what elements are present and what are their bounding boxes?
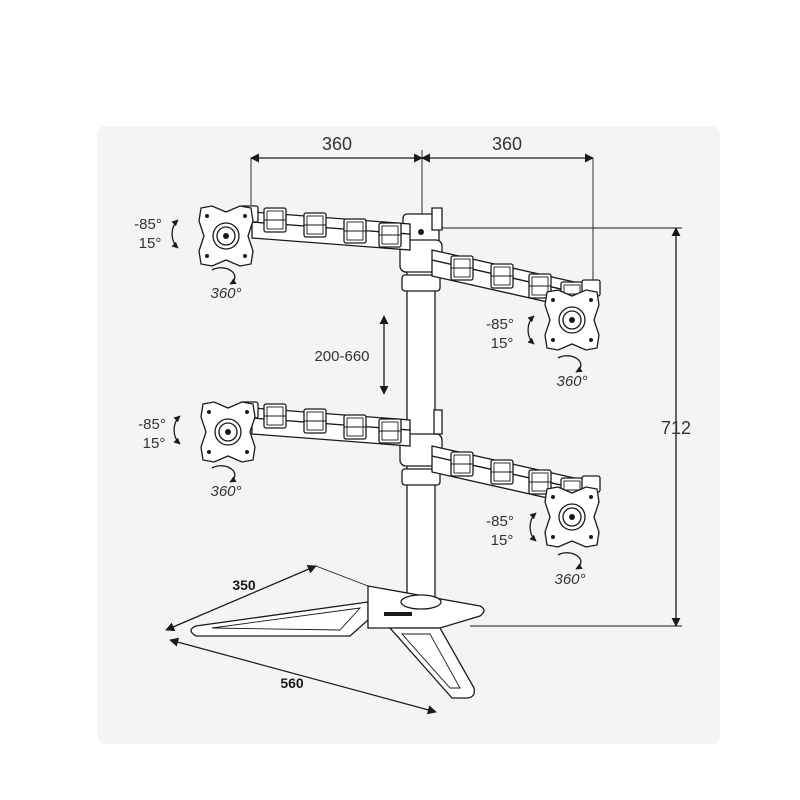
tilt-arrow-icon	[528, 316, 534, 344]
rotation-arrow-icon	[212, 466, 235, 482]
arm-right-width-label: 360	[492, 134, 522, 154]
rotation-arrow-icon	[558, 553, 581, 569]
vesa-plate-top-right	[544, 289, 600, 351]
rotation-label: 360°	[210, 483, 241, 500]
bottom-left-arm	[240, 402, 410, 446]
height-dimension	[440, 227, 682, 627]
tilt-arrow-icon	[172, 220, 178, 248]
tilt-arrow-icon	[530, 513, 536, 541]
rotation-arrow-icon	[558, 356, 581, 372]
rotation-label: 360°	[210, 285, 241, 302]
rotation-label: 360°	[556, 373, 587, 390]
base-dimension	[165, 565, 437, 715]
pole	[399, 207, 443, 607]
tilt-down-label: 15°	[491, 532, 514, 549]
tilt-up-label: -85°	[486, 513, 514, 530]
tilt-down-label: 15°	[491, 335, 514, 352]
vesa-plate-bottom-left	[200, 401, 256, 463]
total-height-label: 712	[661, 418, 691, 438]
tilt-down-label: 15°	[143, 435, 166, 452]
rotation-label: 360°	[554, 571, 585, 588]
height-adjust-label: 200-660	[314, 348, 369, 365]
tilt-up-label: -85°	[134, 216, 162, 233]
tilt-up-label: -85°	[138, 416, 166, 433]
arm-left-width-label: 360	[322, 134, 352, 154]
rotation-arrow-icon	[212, 268, 235, 284]
base-depth-label: 350	[232, 577, 256, 593]
top-left-arm	[240, 206, 410, 250]
tilt-up-label: -85°	[486, 316, 514, 333]
vesa-plate-bottom-right	[544, 486, 600, 548]
vesa-plate-top-left	[198, 205, 254, 267]
base-width-label: 560	[280, 675, 304, 691]
tilt-arrow-icon	[174, 416, 180, 444]
tilt-down-label: 15°	[139, 235, 162, 252]
top-dimension	[250, 150, 594, 292]
